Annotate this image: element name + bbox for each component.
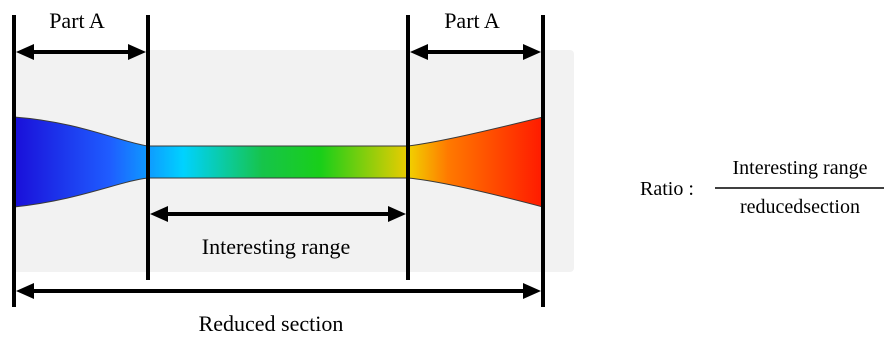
part-a-left-arrow: [16, 44, 146, 60]
interesting-range-arrow: [150, 206, 406, 222]
interesting-range-label: Interesting range: [202, 234, 350, 259]
part-a-left-label: Part A: [49, 8, 105, 33]
ratio-prefix: Ratio :: [640, 178, 694, 200]
ratio-denominator: reducedsection: [740, 196, 860, 218]
reduced-section-arrow: [16, 283, 541, 299]
reduced-section-label: Reduced section: [199, 311, 344, 336]
part-a-right-arrow: [410, 44, 541, 60]
ratio-numerator: Interesting range: [733, 157, 868, 179]
ratio-formula: Ratio : Interesting range reducedsection: [640, 157, 884, 218]
part-a-right-label: Part A: [444, 8, 500, 33]
